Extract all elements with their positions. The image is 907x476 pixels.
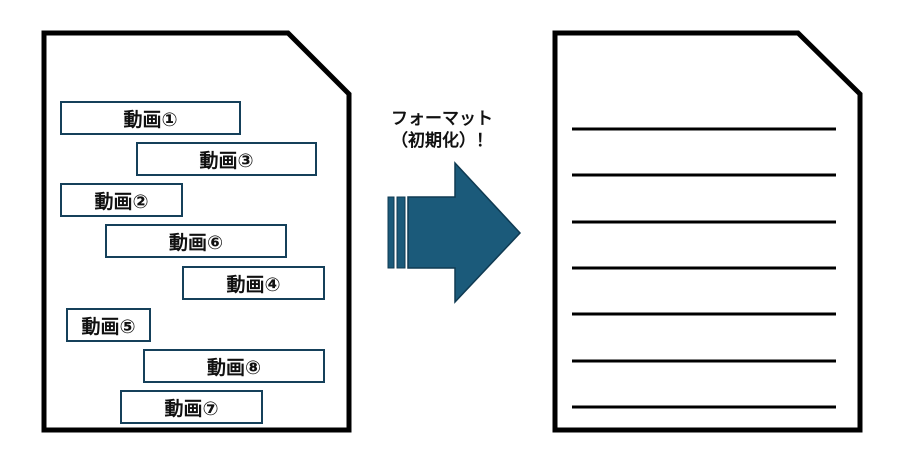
video-box-5: 動画⑤ xyxy=(66,308,151,342)
arrow-stripe-2 xyxy=(396,196,406,269)
arrow-body xyxy=(407,161,522,304)
arrow-stripe-1 xyxy=(387,196,395,269)
video-box-2: 動画② xyxy=(60,183,183,217)
video-box-6: 動画⑥ xyxy=(105,224,287,258)
format-caption: フォーマット （初期化）！ xyxy=(367,108,517,152)
video-box-7: 動画⑦ xyxy=(120,390,263,424)
blank-lines xyxy=(572,127,836,409)
caption-line-1: フォーマット xyxy=(391,109,493,129)
video-box-4: 動画④ xyxy=(182,266,325,300)
after-document-shape xyxy=(552,30,863,433)
video-box-1: 動画① xyxy=(60,101,241,135)
video-box-8: 動画⑧ xyxy=(143,349,325,383)
caption-line-2: （初期化）！ xyxy=(391,131,493,151)
format-arrow xyxy=(387,161,522,304)
video-box-3: 動画③ xyxy=(136,142,317,176)
